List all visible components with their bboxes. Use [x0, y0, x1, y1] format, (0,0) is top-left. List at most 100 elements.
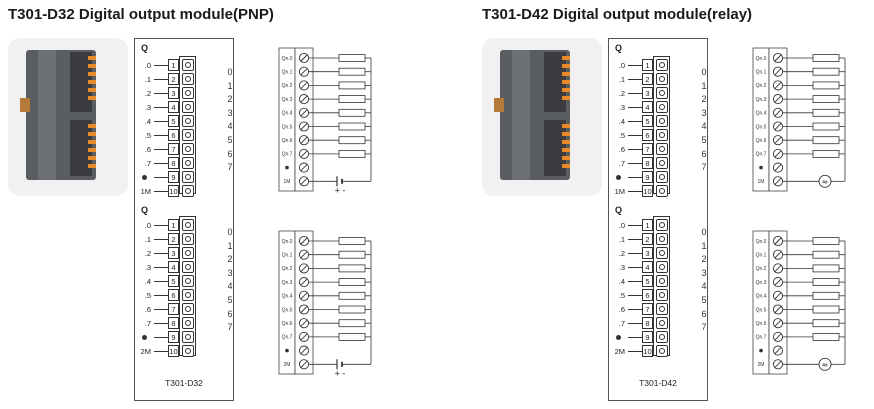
terminal-number: 6	[168, 129, 179, 141]
terminal-number: 3	[642, 87, 653, 99]
screw-icon	[182, 185, 194, 197]
screw-icon	[182, 129, 194, 141]
terminal-label: 2M	[140, 347, 151, 356]
terminal-label: .2	[618, 89, 625, 98]
led-label: 2	[701, 254, 707, 265]
wiring-diagram: Qn.0Qn.1Qn.2Qn.3Qn.4Qn.5Qn.6Qn.71M+ -	[278, 47, 372, 195]
load-resistor	[812, 67, 840, 76]
terminal-label: .7	[618, 159, 625, 168]
led-label: 0	[701, 67, 707, 77]
terminal-label: 2M	[758, 362, 765, 368]
terminal-number: 8	[642, 157, 653, 169]
terminal-label: Qn.0	[282, 56, 293, 62]
terminal-label: .0	[618, 61, 625, 70]
terminal-label: Qn.3	[282, 280, 293, 286]
screw-icon	[298, 331, 310, 342]
screw-icon	[772, 94, 784, 105]
terminal-label: Qn.0	[756, 56, 767, 62]
terminal-number: 5	[168, 275, 179, 287]
screw-icon	[182, 73, 194, 85]
screw-icon	[298, 80, 310, 91]
terminal-number: 2	[642, 233, 653, 245]
module-photo-pnp	[8, 38, 128, 196]
terminal-label: Qn.2	[282, 83, 293, 89]
terminal-label: .1	[144, 235, 151, 244]
screw-icon	[182, 317, 194, 329]
terminal-number: 2	[642, 73, 653, 85]
terminal-label: .0	[144, 61, 151, 70]
screw-icon	[772, 135, 784, 146]
group-header: Q	[615, 43, 623, 53]
terminal-label: 1M	[140, 187, 151, 196]
led-label: 5	[701, 294, 707, 305]
supply-polarity-label: + -	[335, 368, 346, 378]
terminal-number: 6	[642, 129, 653, 141]
screw-icon	[656, 171, 668, 183]
terminal-label: .3	[618, 263, 625, 272]
terminal-number: 1	[642, 219, 653, 231]
terminal-number: 6	[642, 289, 653, 301]
led-label: 5	[227, 134, 233, 145]
led-label: 3	[227, 267, 233, 278]
load-resistor	[812, 278, 840, 286]
terminal-label: .7	[618, 319, 625, 328]
module-title-pnp: T301-D32 Digital output module(PNP)	[8, 6, 274, 23]
terminal-number: 4	[168, 101, 179, 113]
bullet-icon	[759, 165, 763, 170]
led-label: 6	[227, 308, 233, 319]
terminal-row: .7 8	[135, 317, 235, 330]
screw-icon	[656, 143, 668, 155]
terminal-label: .3	[618, 103, 625, 112]
screw-icon	[656, 289, 668, 301]
terminal-row: 9	[135, 171, 235, 184]
group-header: Q	[615, 205, 623, 215]
group-header: Q	[141, 205, 149, 215]
load-resistor	[338, 278, 366, 286]
load-resistor	[812, 250, 840, 259]
ac-source-icon	[818, 357, 832, 371]
screw-icon	[772, 277, 784, 288]
screw-icon	[298, 345, 310, 356]
terminal-label: Qn.5	[282, 124, 293, 130]
terminal-label: .6	[618, 305, 625, 314]
led-label: 7	[227, 322, 233, 333]
terminal-label: 2M	[284, 362, 291, 368]
screw-icon	[772, 345, 784, 356]
screw-icon	[656, 303, 668, 315]
screw-icon	[656, 185, 668, 197]
screw-icon	[298, 66, 310, 77]
screw-icon	[656, 129, 668, 141]
load-resistor	[812, 54, 840, 62]
bullet-icon	[616, 175, 621, 180]
terminal-label: .7	[144, 319, 151, 328]
terminal-number: 4	[642, 101, 653, 113]
terminal-label: .5	[618, 131, 625, 140]
screw-icon	[182, 87, 194, 99]
terminal-label: Qn.2	[756, 266, 767, 272]
terminal-number: 5	[168, 115, 179, 127]
terminal-label: 1M	[614, 187, 625, 196]
screw-icon	[298, 359, 310, 370]
screw-icon	[772, 359, 784, 370]
load-resistor	[338, 95, 366, 103]
screw-icon	[182, 59, 194, 71]
screw-icon	[772, 235, 784, 247]
bullet-icon	[616, 335, 621, 340]
screw-icon	[772, 290, 784, 301]
terminal-number: 8	[168, 317, 179, 329]
terminal-label: 1M	[284, 179, 291, 185]
